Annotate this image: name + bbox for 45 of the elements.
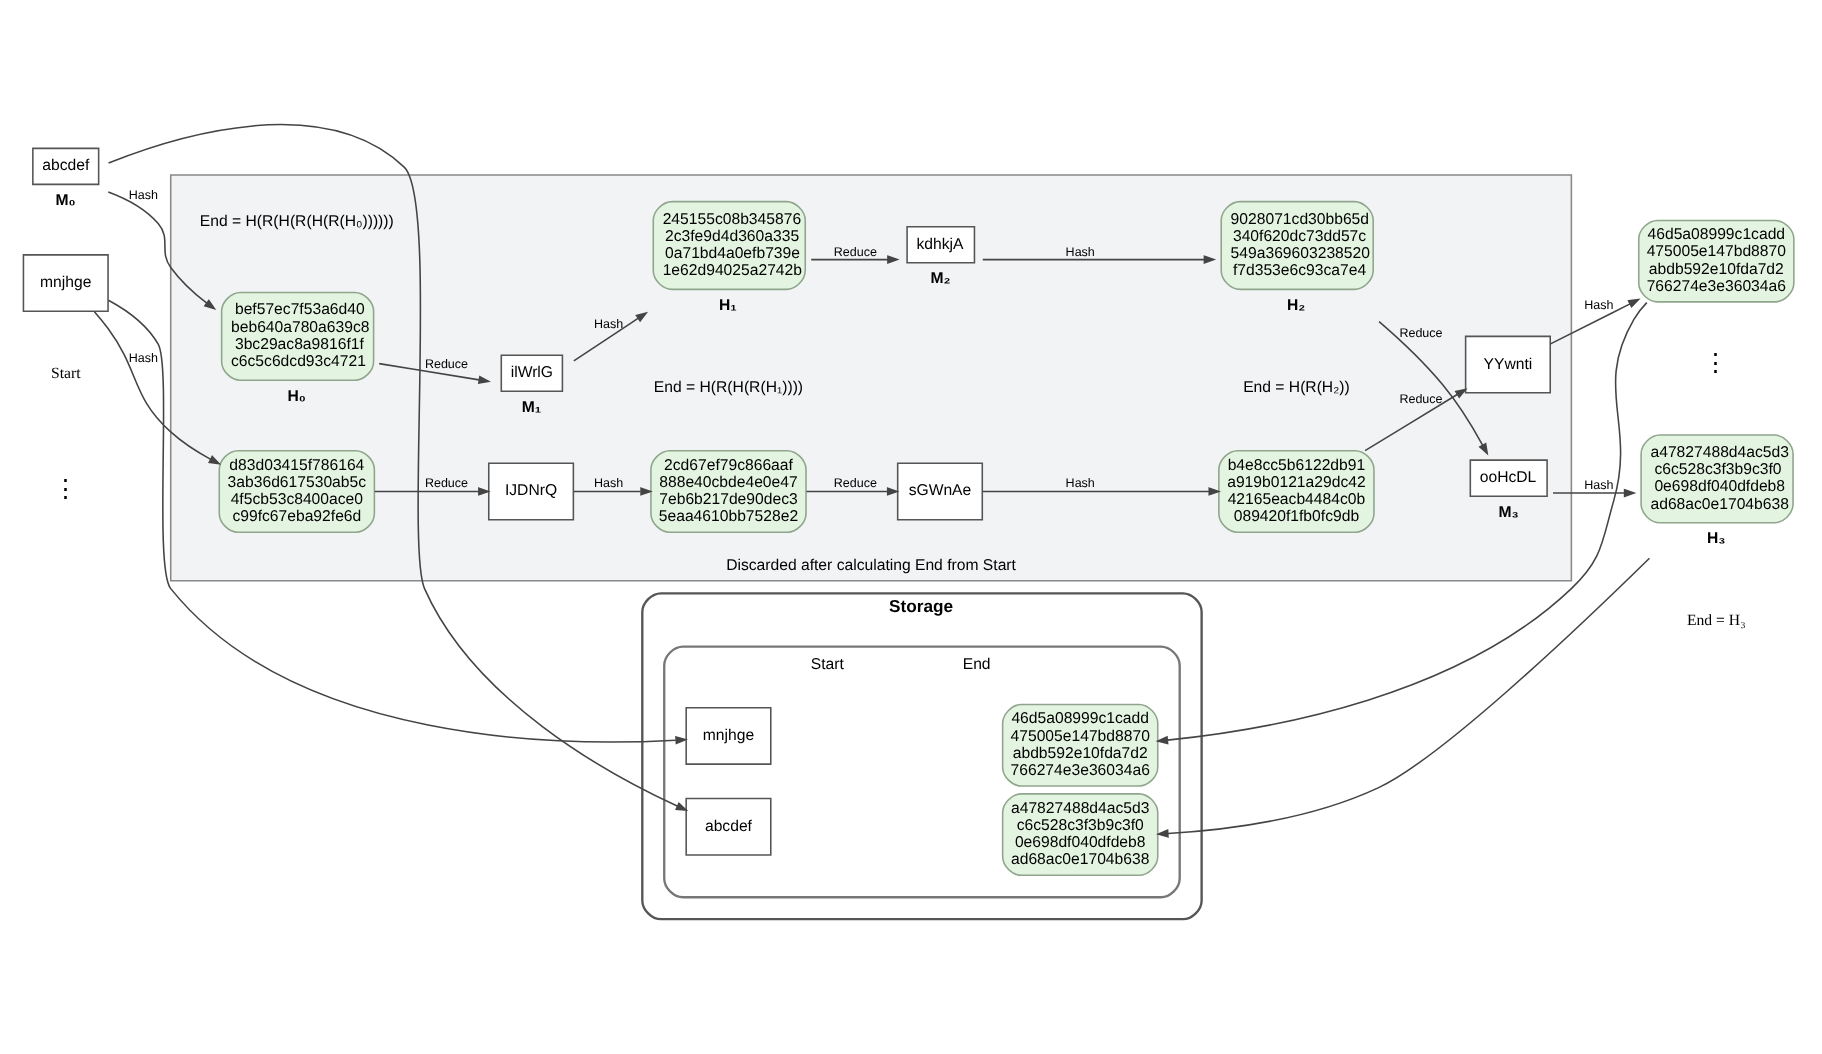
node-label: M₂	[930, 268, 951, 287]
arrow	[1364, 387, 1468, 451]
arrow	[1552, 487, 1637, 497]
node-box: YYwnti	[1464, 334, 1551, 393]
node-label: M₀	[55, 189, 76, 208]
node-box: sGWnAe	[896, 461, 984, 520]
arrow	[573, 310, 649, 361]
node-label: H₃	[1706, 528, 1726, 547]
node-box: mnjhge	[685, 705, 772, 764]
node-label: M₁	[521, 396, 542, 415]
label: ⋮	[52, 474, 79, 503]
arrow	[810, 254, 900, 263]
node-box: 2cd67ef79c866aaf 888e40cbde4e0e47 7eb6b217de90dec3 5eaa4610bb7528e2	[650, 448, 807, 532]
node-box: b4e8cc5b6122db91 a919b0121a29dc42 42165eacb4484c0b 089420f1fb0fc9db	[1218, 448, 1375, 532]
label: End = H(R(H₂))	[1243, 376, 1350, 395]
arrow	[107, 298, 688, 744]
arrow	[1155, 300, 1648, 744]
arrow	[573, 486, 653, 495]
arrow	[107, 190, 217, 310]
arrow	[93, 309, 222, 464]
label: Start	[50, 362, 81, 381]
node-box: 46d5a08999c1cadd 475005e147bd8870 abdb592e10fda7d2 766274e3e36034a6	[1001, 702, 1159, 786]
label: End = H₃	[1686, 610, 1746, 629]
node-label: H₁	[719, 294, 737, 313]
arrow	[1549, 297, 1641, 344]
node-label: M₃	[1498, 501, 1519, 520]
label: ⋮	[1703, 347, 1730, 376]
arrow	[107, 122, 689, 811]
arrow	[982, 486, 1221, 495]
node-box: 46d5a08999c1cadd 475005e147bd8870 abdb592e10fda7d2 766274e3e36034a6	[1637, 218, 1795, 302]
arrow	[378, 361, 491, 384]
label: End = H(R(H(R(H(R(H₀))))))	[199, 210, 394, 229]
node-box: d83d03415f786164 3ab36d617530ab5c 4f5cb53c8400ace0 c99fc67eba92fe6d	[218, 448, 376, 532]
arrow	[982, 254, 1217, 263]
node-box: a47827488d4ac5d3 c6c528c3f3b9c3f0 0e698df040dfdeb8 ad68ac0e1704b638	[1001, 792, 1159, 876]
node-box: abcdef	[685, 796, 772, 855]
label: End = H(R(H(R(H₁))))	[653, 376, 804, 395]
node-box: IJDNrQ	[487, 461, 575, 520]
arrow	[805, 486, 900, 495]
node-box: mnjhge	[22, 253, 109, 312]
node-label: H₂	[1287, 294, 1306, 313]
arrow	[1156, 556, 1651, 837]
arrow	[1378, 319, 1489, 455]
node-label: H₀	[287, 385, 306, 404]
arrow	[373, 486, 491, 495]
